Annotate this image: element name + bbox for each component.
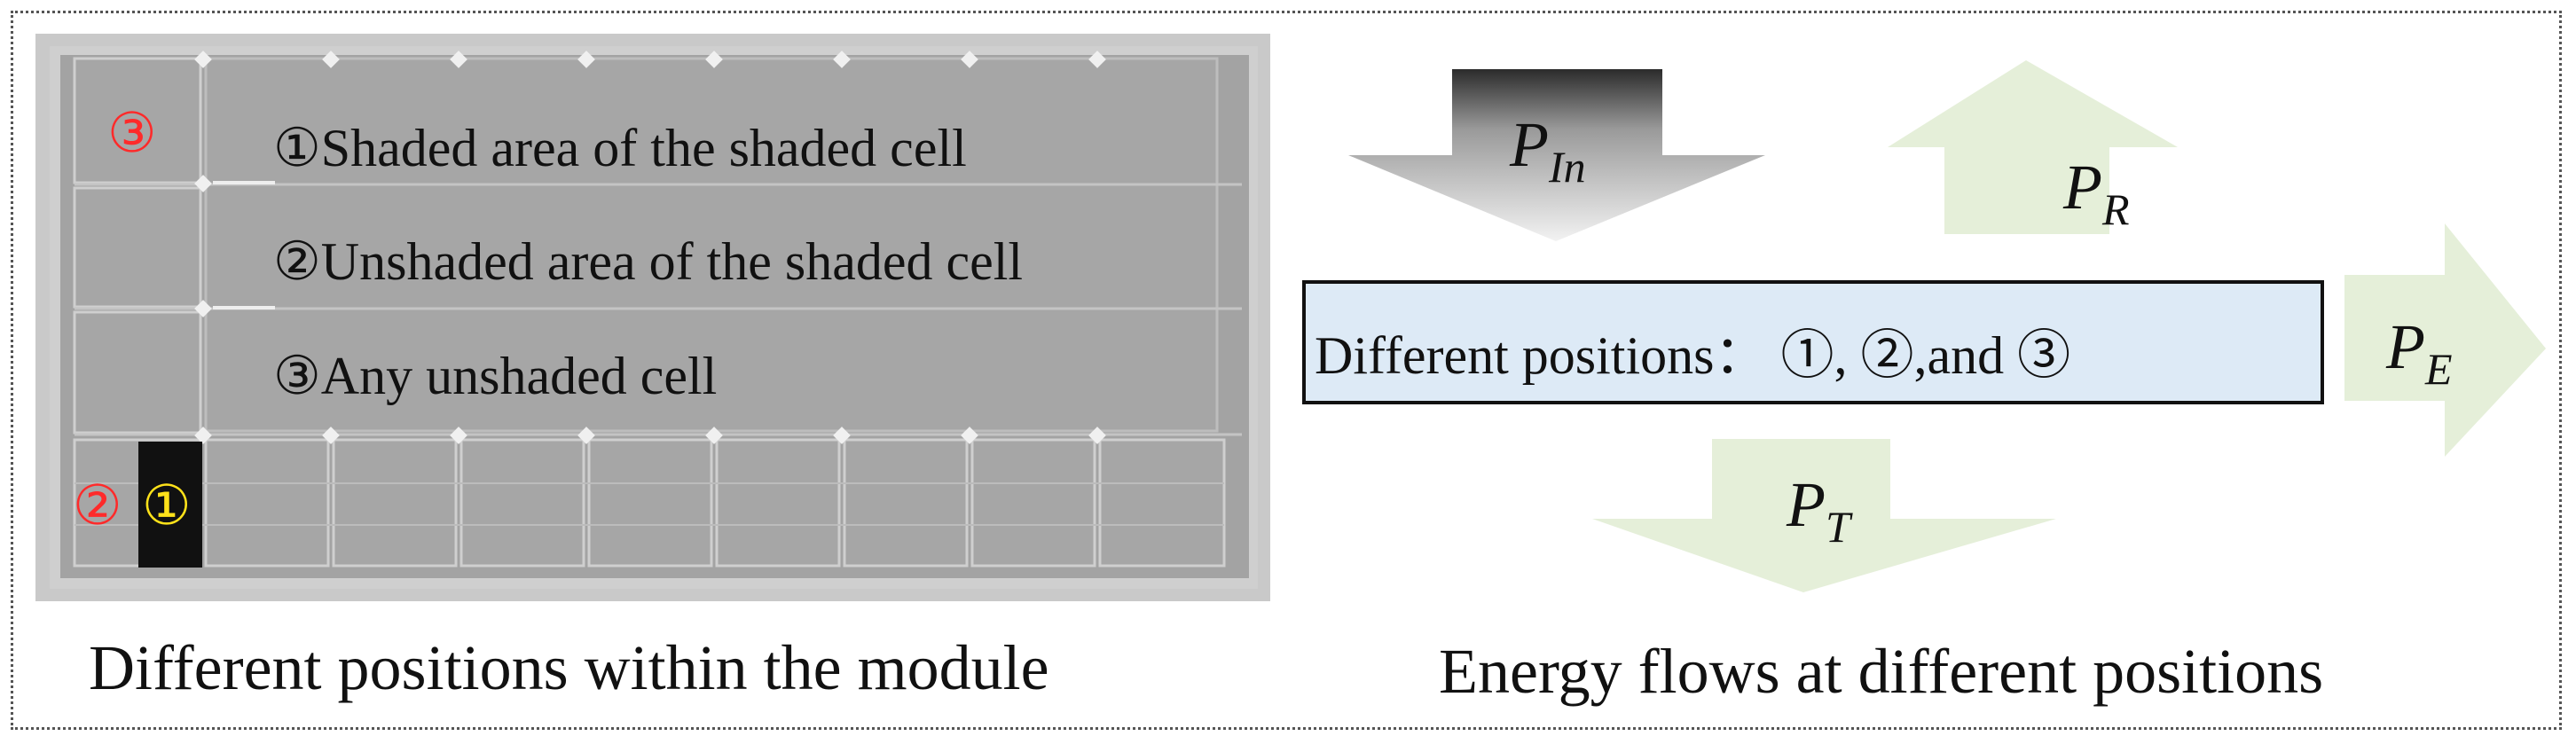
figure-border: [11, 11, 2562, 730]
p-in-label: PIn: [1510, 109, 1586, 192]
solar-module: [35, 34, 1270, 601]
busbars: [75, 482, 1224, 526]
p-e-label: PE: [2386, 311, 2453, 394]
upper-cells: [204, 57, 1219, 433]
p-r-arrow: [1888, 60, 2178, 234]
caption-left: Different positions within the module: [89, 632, 1049, 703]
marker-1: ①: [142, 476, 192, 536]
positions-box-text: Different positions： ①, ②,and ③: [1315, 326, 2071, 385]
shaded-area: [138, 442, 202, 568]
positions-box: [1302, 280, 2324, 404]
bottom-row-cells: [73, 438, 1226, 568]
cell-junctions: [194, 51, 1106, 444]
p-t-arrow: [1592, 439, 2056, 592]
left-column-cells: [73, 57, 202, 435]
caption-right: Energy flows at different positions: [1439, 636, 2324, 707]
legend-item-2: ②Unshaded area of the shaded cell: [273, 232, 1024, 291]
p-in-arrow: [1348, 69, 1765, 241]
left-separators: [213, 181, 275, 309]
p-t-label: PT: [1787, 469, 1850, 552]
legend-item-3: ③Any unshaded cell: [273, 347, 718, 405]
p-r-label: PR: [2063, 152, 2130, 234]
legend-item-1: ①Shaded area of the shaded cell: [273, 119, 967, 177]
marker-3: ③: [107, 104, 157, 164]
marker-2: ②: [73, 476, 122, 536]
p-e-arrow: [2344, 223, 2546, 457]
